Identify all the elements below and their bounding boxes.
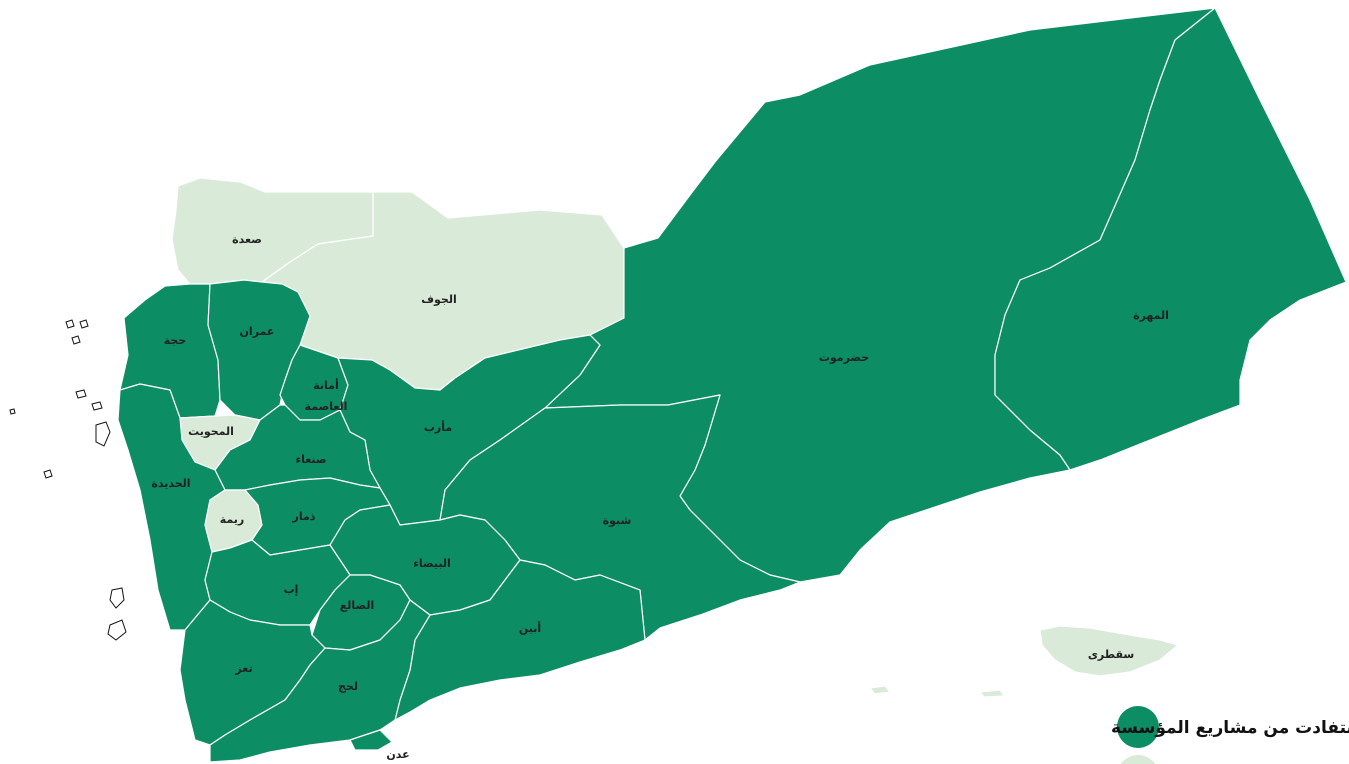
legend-not-benefited-swatch	[1120, 755, 1156, 764]
region-abyan[interactable]	[394, 559, 646, 721]
label-bayda: البيضاء	[413, 557, 450, 570]
legend-benefited-swatch	[1117, 706, 1159, 748]
label-mahwit: المحويت	[188, 425, 234, 438]
region-mahra[interactable]	[994, 7, 1347, 471]
island-small-6	[71, 335, 81, 345]
island-small-1	[75, 389, 87, 399]
region-socotra-islet-2	[979, 689, 1005, 698]
label-hodeidah: الحديدة	[151, 477, 190, 490]
island-small-5	[79, 319, 89, 329]
label-saada: صعدة	[232, 233, 262, 246]
red-sea-islands	[9, 319, 127, 641]
label-dhamar: ذمار	[292, 510, 316, 523]
label-hadramaut: حضرموت	[819, 351, 869, 364]
region-aden[interactable]	[349, 729, 393, 751]
label-shabwa: شبوة	[603, 514, 632, 527]
label-mahra: المهرة	[1133, 309, 1169, 322]
label-hajjah: حجة	[164, 334, 187, 347]
legend: محافظات استفادت من مشاريع المؤسسة	[1111, 706, 1349, 764]
island-small-3	[43, 469, 53, 479]
label-jawf: الجوف	[421, 293, 457, 306]
island-kamaran	[95, 421, 111, 447]
legend-benefited-label: محافظات استفادت من مشاريع المؤسسة	[1111, 718, 1349, 738]
label-capital-line1: أمانة	[313, 378, 339, 392]
label-taiz: تعز	[234, 662, 252, 675]
island-small-4	[65, 319, 75, 329]
label-lahij: لحج	[338, 680, 358, 693]
label-marib: مأرب	[424, 420, 452, 434]
label-sanaa: صنعاء	[295, 453, 326, 466]
label-dhale: الضالع	[340, 599, 375, 612]
island-small-7	[9, 408, 16, 415]
island-hanish	[107, 619, 127, 641]
region-socotra-islet-1	[869, 685, 891, 695]
region-socotra[interactable]	[1039, 625, 1179, 677]
label-abyan: أبين	[519, 621, 541, 635]
label-aden: عدن	[386, 748, 409, 761]
island-zuqar	[109, 587, 125, 609]
label-raymah: ريمة	[220, 513, 245, 526]
label-amran: عمران	[240, 325, 275, 338]
label-ibb: إب	[284, 583, 299, 596]
label-socotra: سقطرى	[1088, 648, 1134, 661]
island-small-2	[91, 401, 103, 411]
label-capital-line2: العاصمة	[305, 400, 348, 413]
